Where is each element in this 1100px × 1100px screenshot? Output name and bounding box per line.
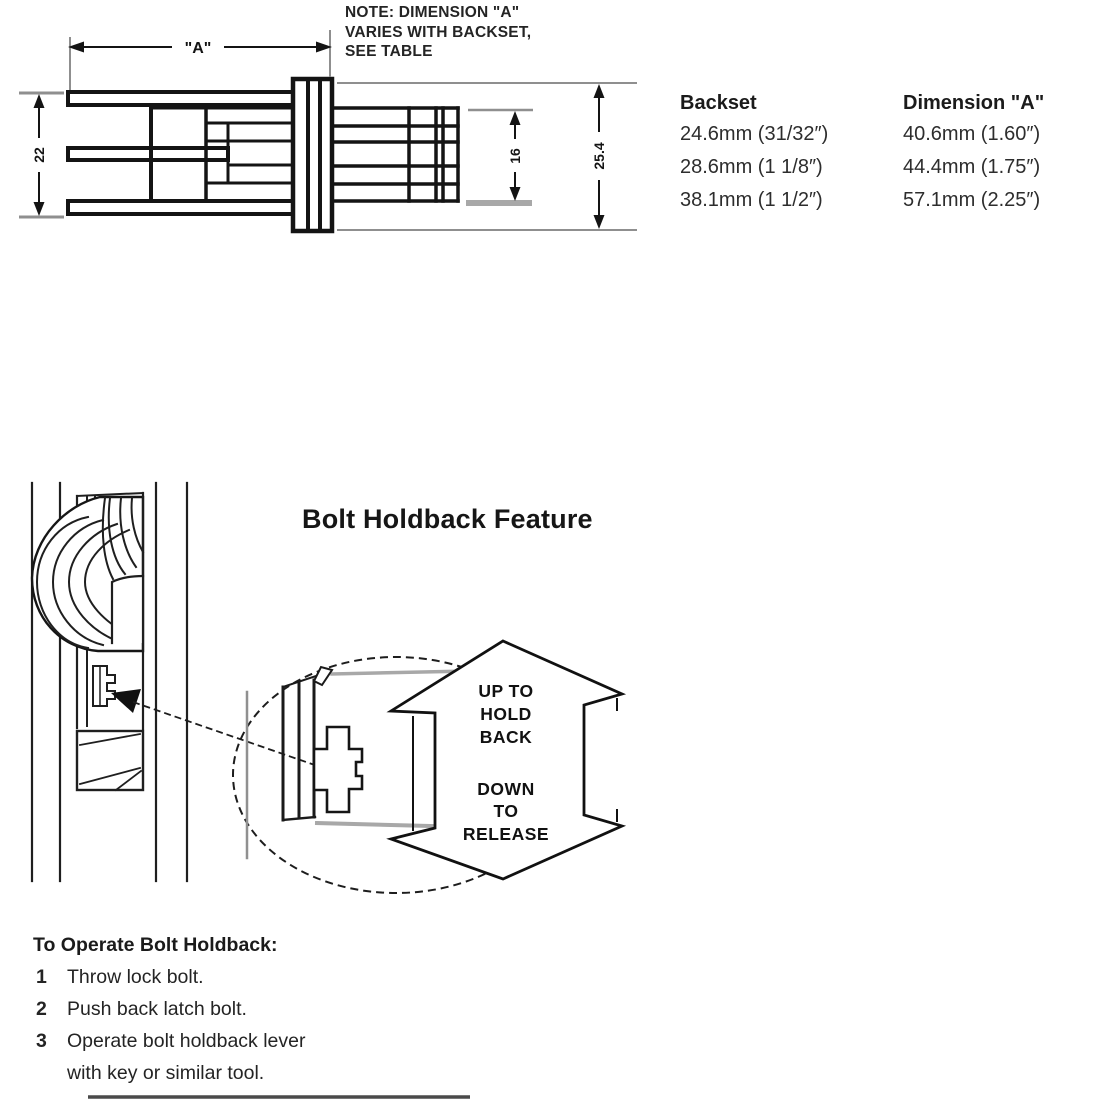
step-text: Operate bolt holdback lever (67, 1030, 306, 1052)
dimension-22-label: 22 (31, 147, 47, 163)
dimension-25-4: 25.4 (337, 82, 637, 231)
dimension-a-label: "A" (185, 40, 212, 57)
step-number: 1 (36, 966, 47, 988)
note-line-2: VARIES WITH BACKSET, (345, 23, 532, 41)
dimension-25-4-label: 25.4 (591, 142, 607, 169)
bolt-holdback-title: Bolt Holdback Feature (302, 504, 593, 534)
dimension-value: 44.4mm (1.75″) (903, 156, 1041, 178)
step-text: Throw lock bolt. (67, 966, 204, 988)
arrow-label-up-3: BACK (480, 727, 533, 747)
lock-dimension-diagram (66, 76, 460, 234)
instruction-step: 2 Push back latch bolt. (36, 998, 247, 1021)
dimension-column-header: Dimension "A" (903, 92, 1045, 114)
backset-value: 24.6mm (31/32″) (680, 123, 829, 145)
step-text: Push back latch bolt. (67, 998, 247, 1020)
step-number: 2 (36, 998, 47, 1020)
case-spindle-bar (66, 146, 230, 162)
door-edge-drawing (30, 481, 189, 883)
dimension-16: 16 (466, 108, 533, 206)
dimension-value: 57.1mm (2.25″) (903, 189, 1041, 211)
case-bottom-bar (66, 199, 297, 216)
arrow-label-up-1: UP TO (478, 681, 533, 701)
faceplate (290, 76, 335, 234)
dimension-a: "A" (68, 30, 332, 90)
instruction-step: 3 Operate bolt holdback lever (36, 1030, 305, 1053)
arrow-label-up-2: HOLD (480, 704, 532, 724)
arrow-label-down-1: DOWN (477, 779, 534, 799)
dimension-22: 22 (19, 91, 64, 219)
dimension-16-label: 16 (507, 148, 523, 164)
latch-bolt-section (330, 106, 460, 203)
backset-value: 38.1mm (1 1/2″) (680, 189, 823, 211)
backset-column-header: Backset (680, 92, 757, 114)
magnified-lever-view (245, 665, 471, 860)
step-number: 3 (36, 1030, 47, 1052)
arrow-label-down-3: RELEASE (463, 824, 549, 844)
deadbolt-drawing (75, 729, 145, 792)
note-line-1: NOTE: DIMENSION "A" (345, 4, 520, 21)
arrow-label-down-2: TO (494, 801, 519, 821)
instruction-step-continuation: with key or similar tool. (67, 1062, 264, 1085)
instruction-step: 1 Throw lock bolt. (36, 966, 204, 989)
case-top-bar (66, 90, 297, 107)
holdback-lever-magnified (312, 725, 364, 814)
backset-value: 28.6mm (1 1/8″) (680, 156, 823, 178)
note-line-3: SEE TABLE (345, 43, 433, 60)
leader-arrow (111, 689, 333, 772)
step-text: with key or similar tool. (67, 1062, 265, 1084)
latch-bolt-drawing (30, 491, 145, 731)
up-down-arrow: UP TO HOLD BACK DOWN TO RELEASE (386, 639, 627, 881)
dimension-note: NOTE: DIMENSION "A" VARIES WITH BACKSET,… (345, 3, 531, 62)
instructions-heading: To Operate Bolt Holdback: (33, 934, 278, 956)
holdback-lever-drawing (92, 665, 116, 707)
dimension-value: 40.6mm (1.60″) (903, 123, 1041, 145)
